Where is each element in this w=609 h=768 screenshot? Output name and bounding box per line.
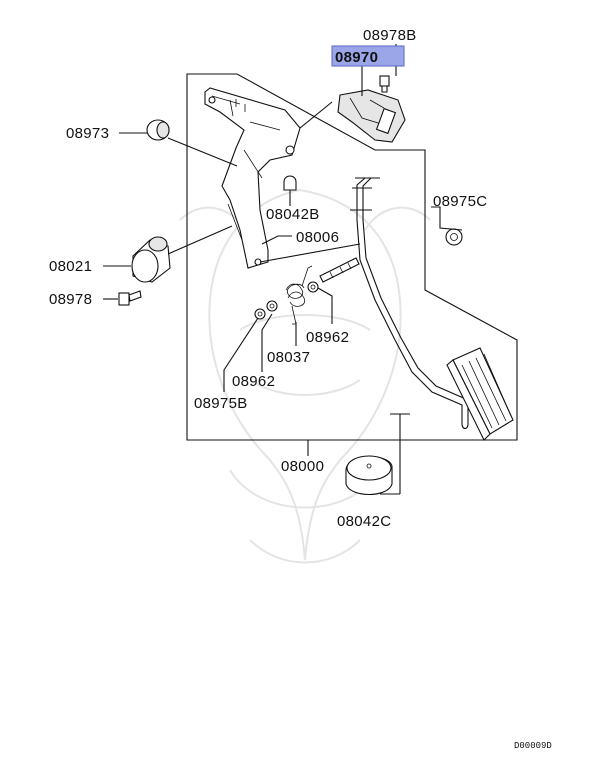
- washer-08962-right: [307, 281, 319, 293]
- callout-08962-right[interactable]: 08962: [306, 329, 349, 346]
- bolt-08978: [118, 290, 142, 306]
- diagram-code: D00009D: [514, 741, 552, 751]
- washer-08975b: [254, 308, 266, 320]
- stopper-08973: [146, 119, 170, 141]
- callout-08042c[interactable]: 08042C: [337, 513, 391, 530]
- highlight-08970: [331, 45, 405, 67]
- cap-08042b: [283, 175, 297, 191]
- pivot-shaft: [319, 257, 360, 283]
- cap-08042c: [345, 455, 393, 495]
- callout-08042b[interactable]: 08042B: [266, 206, 320, 223]
- callout-08970[interactable]: 08970: [335, 49, 378, 66]
- callout-08975c[interactable]: 08975C: [433, 193, 487, 210]
- washer-08962-left: [266, 300, 278, 312]
- callout-08975b[interactable]: 08975B: [194, 395, 248, 412]
- callout-08006[interactable]: 08006: [296, 229, 339, 246]
- callout-08978b[interactable]: 08978B: [363, 27, 417, 44]
- callout-08021[interactable]: 08021: [49, 258, 92, 275]
- accelerator-sensor: [337, 89, 406, 143]
- callout-08962-left[interactable]: 08962: [232, 373, 275, 390]
- nut-08975c: [445, 228, 463, 246]
- assembly-outline: [186, 73, 518, 441]
- bolt-08978b: [379, 75, 390, 93]
- watermark-emblem: [179, 188, 431, 564]
- callout-08978[interactable]: 08978: [49, 291, 92, 308]
- pedal-arm: [350, 177, 469, 430]
- callout-08000[interactable]: 08000: [281, 458, 324, 475]
- stopper-08021: [131, 236, 171, 283]
- callout-08037[interactable]: 08037: [267, 349, 310, 366]
- leader-lines: [103, 44, 463, 495]
- pedal-pad: [446, 347, 514, 441]
- callout-08973[interactable]: 08973: [66, 125, 109, 142]
